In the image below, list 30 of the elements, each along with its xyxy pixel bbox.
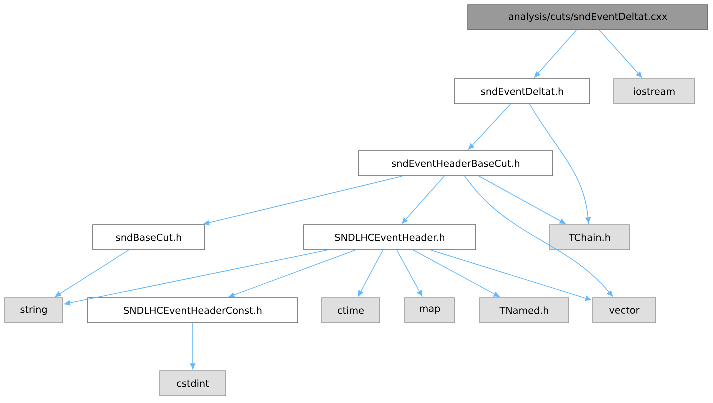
arrow [530, 104, 591, 224]
header-box: cstdint [160, 370, 226, 396]
arrow [599, 30, 642, 78]
arrow [413, 250, 500, 298]
header-box: TNamed.h [480, 298, 570, 324]
file-box: sndEventDeltat.h [454, 78, 590, 104]
arrow [64, 250, 328, 306]
header-box: map [404, 298, 456, 324]
arrow [402, 176, 445, 224]
arrow [464, 176, 614, 297]
root-file-box: analysis/cuts/sndEventDeltat.cxx [468, 4, 708, 30]
arrow [55, 250, 130, 298]
arrow [204, 176, 403, 226]
header-box: vector [592, 298, 656, 324]
file-box: SNDLHCEventHeader.h [304, 224, 476, 250]
arrow [534, 30, 577, 78]
file-box: sndBaseCut.h [92, 224, 206, 250]
header-box: TChain.h [550, 224, 630, 250]
arrow [431, 250, 592, 302]
file-box: SNDLHCEventHeaderConst.h [88, 298, 298, 324]
header-box: ctime [322, 298, 380, 324]
arrow [190, 323, 196, 370]
arrow [396, 250, 423, 297]
arrow [468, 104, 511, 150]
arrow [228, 250, 356, 298]
header-box: string [4, 298, 64, 324]
header-box: iostream [614, 78, 696, 104]
file-box: sndEventHeaderBaseCut.h [358, 150, 554, 176]
arrow [358, 250, 384, 297]
arrow [478, 176, 566, 224]
